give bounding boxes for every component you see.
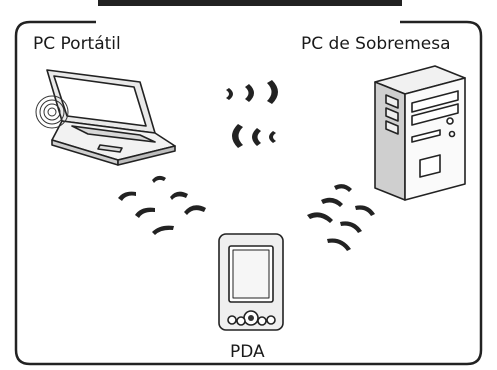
desktop-label: PC de Sobremesa	[301, 34, 451, 54]
clipped-title	[98, 0, 402, 6]
wireless-signal-icon	[118, 80, 375, 251]
desktop-tower-icon	[374, 65, 466, 201]
diagram-border	[14, 20, 483, 366]
pda-label: PDA	[230, 342, 265, 362]
pda-icon	[218, 233, 284, 331]
laptop-label: PC Portátil	[33, 34, 121, 54]
laptop-icon	[35, 69, 176, 166]
